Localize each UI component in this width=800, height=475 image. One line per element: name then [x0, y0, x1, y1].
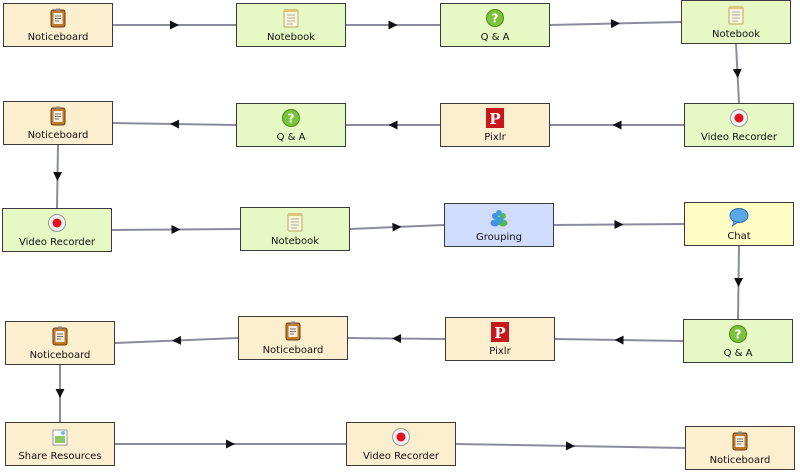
qa-icon: ? — [729, 325, 747, 343]
video-recorder-icon — [392, 428, 410, 446]
activity-share-resources[interactable]: Share Resources — [5, 422, 115, 466]
activity-label: Notebook — [711, 29, 761, 40]
activity-label: Chat — [727, 231, 751, 242]
activity-label: Noticeboard — [29, 350, 91, 361]
activity-grouping[interactable]: Grouping — [444, 203, 554, 247]
arrowhead — [732, 68, 742, 78]
arrowhead — [392, 222, 402, 232]
notebook-icon — [283, 9, 299, 28]
noticeboard-icon — [50, 8, 66, 28]
video-recorder-icon — [48, 214, 66, 232]
activity-notebook[interactable]: Notebook — [681, 0, 791, 44]
pixlr-icon: P — [486, 108, 504, 128]
arrowhead — [226, 439, 235, 449]
share-resources-icon — [52, 429, 68, 446]
activity-label: Pixlr — [484, 132, 506, 143]
activity-chat[interactable]: Chat — [684, 202, 794, 246]
activity-label: Q & A — [723, 348, 753, 359]
arrowhead — [610, 19, 620, 29]
activity-label: Noticeboard — [262, 345, 324, 356]
arrowhead — [172, 335, 182, 345]
activity-noticeboard[interactable]: Noticeboard — [238, 316, 348, 360]
arrowhead — [388, 20, 398, 30]
activity-pixlr[interactable]: P Pixlr — [445, 317, 555, 361]
activity-label: Share Resources — [18, 451, 102, 462]
arrowhead — [565, 441, 575, 451]
arrowhead — [55, 389, 65, 398]
activity-label: Q & A — [480, 32, 510, 43]
arrowhead — [392, 334, 402, 344]
activity-pixlr[interactable]: P Pixlr — [440, 103, 550, 147]
svg-text:?: ? — [735, 328, 742, 342]
activity-q-a[interactable]: ? Q & A — [236, 103, 346, 147]
arrowhead — [388, 120, 398, 130]
notebook-icon — [287, 213, 303, 232]
qa-icon: ? — [282, 109, 300, 127]
arrowhead — [614, 335, 624, 345]
activity-noticeboard[interactable]: Noticeboard — [685, 426, 795, 470]
activity-video-recorder[interactable]: Video Recorder — [346, 422, 456, 466]
activity-label: Noticeboard — [709, 455, 771, 466]
activity-label: Pixlr — [489, 346, 511, 357]
activity-label: Notebook — [266, 32, 316, 43]
activity-q-a[interactable]: ? Q & A — [440, 3, 550, 47]
grouping-icon — [490, 210, 508, 227]
activity-noticeboard[interactable]: Noticeboard — [3, 3, 113, 47]
activity-noticeboard[interactable]: Noticeboard — [5, 321, 115, 365]
activity-notebook[interactable]: Notebook — [240, 207, 350, 251]
pixlr-icon: P — [491, 322, 509, 342]
activity-label: Grouping — [476, 232, 522, 243]
arrowhead — [170, 119, 180, 129]
activity-label: Notebook — [270, 236, 320, 247]
noticeboard-icon — [732, 431, 748, 451]
arrowhead — [171, 225, 181, 235]
arrowhead — [612, 120, 622, 130]
activity-label: Noticeboard — [27, 32, 89, 43]
arrowhead — [53, 171, 63, 181]
activity-notebook[interactable]: Notebook — [236, 3, 346, 47]
activity-label: Video Recorder — [18, 237, 95, 248]
activity-video-recorder[interactable]: Video Recorder — [684, 103, 794, 147]
activity-label: Video Recorder — [700, 132, 777, 143]
arrowhead — [170, 20, 179, 30]
activity-label: Noticeboard — [27, 130, 89, 141]
noticeboard-icon — [285, 321, 301, 341]
svg-text:P: P — [494, 324, 505, 342]
notebook-icon — [728, 6, 744, 25]
qa-icon: ? — [486, 9, 504, 27]
arrowhead — [614, 220, 624, 230]
svg-text:P: P — [489, 110, 500, 128]
activity-q-a[interactable]: ? Q & A — [683, 319, 793, 363]
svg-text:?: ? — [288, 112, 295, 126]
svg-text:?: ? — [492, 12, 499, 26]
noticeboard-icon — [52, 326, 68, 346]
chat-icon — [729, 208, 749, 227]
activity-video-recorder[interactable]: Video Recorder — [2, 208, 112, 252]
noticeboard-icon — [50, 106, 66, 126]
arrowhead — [734, 277, 744, 287]
video-recorder-icon — [730, 109, 748, 127]
activity-noticeboard[interactable]: Noticeboard — [3, 101, 113, 145]
activity-label: Q & A — [276, 132, 306, 143]
activity-label: Video Recorder — [362, 451, 439, 462]
